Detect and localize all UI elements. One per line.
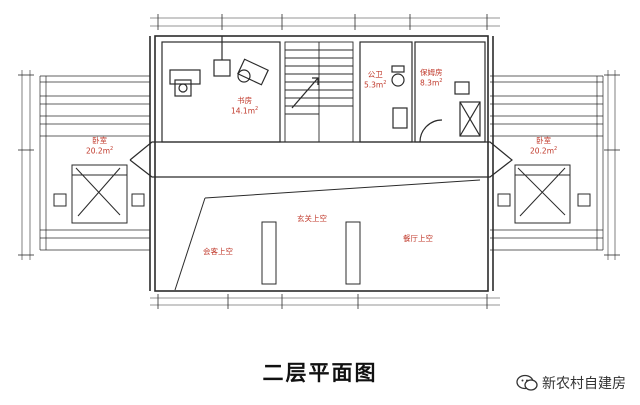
right-bedroom-furniture	[497, 164, 591, 224]
bedroom-left-name: 卧室	[92, 136, 108, 145]
public-wc-name: 公卫	[367, 70, 383, 79]
study-area: 14.1m2	[231, 106, 259, 116]
right-balcony	[490, 75, 604, 251]
nanny-room	[414, 41, 486, 143]
left-balcony	[39, 75, 150, 251]
dining-void-label: 餐厅上空	[403, 234, 433, 243]
nanny-room-label: 保姆房 8.3m2	[420, 68, 443, 88]
corridor	[129, 141, 513, 178]
outer-walls	[149, 35, 494, 292]
nanny-room-area: 8.3m2	[420, 78, 443, 88]
foyer-void-label: 玄关上空	[297, 214, 327, 223]
dimension-lines	[18, 14, 620, 309]
public-wc-label: 公卫 5.3m2	[364, 70, 386, 90]
left-bedroom-furniture	[53, 164, 145, 224]
watermark-text: 新农村自建房	[542, 376, 626, 392]
wechat-icon	[516, 374, 538, 391]
plan-title: 二层平面图	[262, 361, 378, 385]
nanny-room-name: 保姆房	[420, 68, 443, 77]
study-room	[161, 36, 281, 143]
lower-void-area	[174, 179, 481, 291]
living-void-label: 会客上空	[203, 247, 233, 256]
public-wc	[359, 41, 413, 143]
study-name: 书房	[237, 96, 253, 105]
bedroom-left-label: 卧室 20.2m2	[86, 136, 113, 156]
bedroom-right-area: 20.2m2	[530, 146, 558, 156]
bedroom-right-label: 卧室 20.2m2	[530, 136, 557, 156]
public-wc-area: 5.3m2	[364, 80, 387, 90]
bedroom-right-name: 卧室	[536, 136, 552, 145]
watermark: 新农村自建房	[516, 373, 626, 393]
study-label: 书房 14.1m2	[231, 96, 258, 116]
bedroom-left-area: 20.2m2	[86, 146, 114, 156]
staircase	[284, 41, 354, 143]
